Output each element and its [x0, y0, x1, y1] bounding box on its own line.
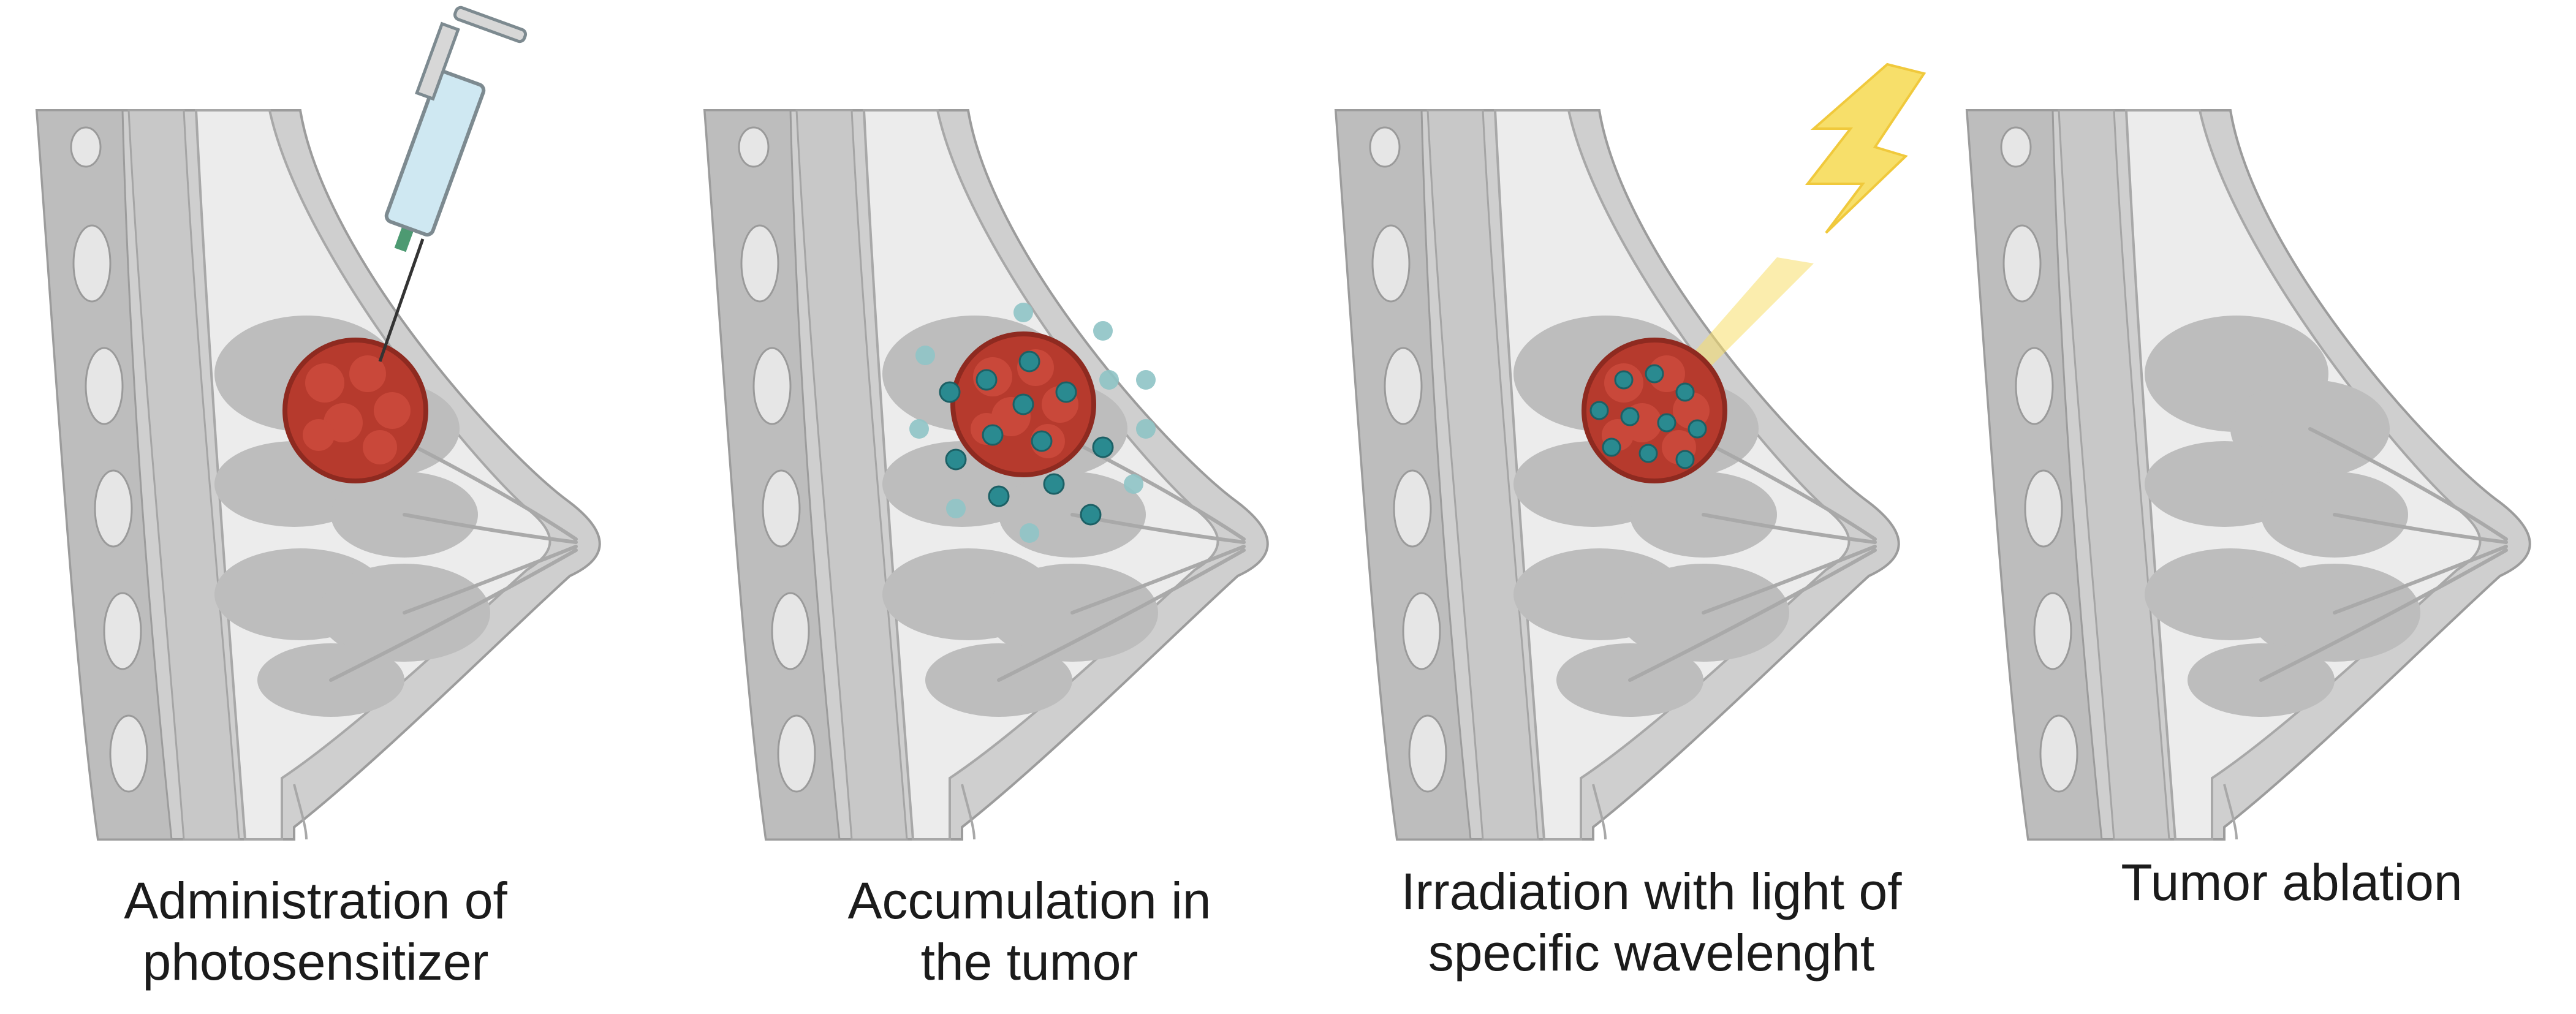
- caption-irradiation: Irradiation with light of specific wavel…: [1401, 863, 1902, 982]
- caption-tumor-ablation: Tumor ablation: [2121, 853, 2463, 911]
- lightning-bolt-icon: [1805, 62, 1926, 234]
- caption-accumulation: Accumulation in the tumor: [847, 872, 1211, 991]
- photosensitizer-particles: [939, 350, 1114, 526]
- caption-administration: Administration of photosensitizer: [124, 872, 507, 991]
- syringe-icon: [378, 6, 528, 362]
- light-beam: [1691, 257, 1814, 368]
